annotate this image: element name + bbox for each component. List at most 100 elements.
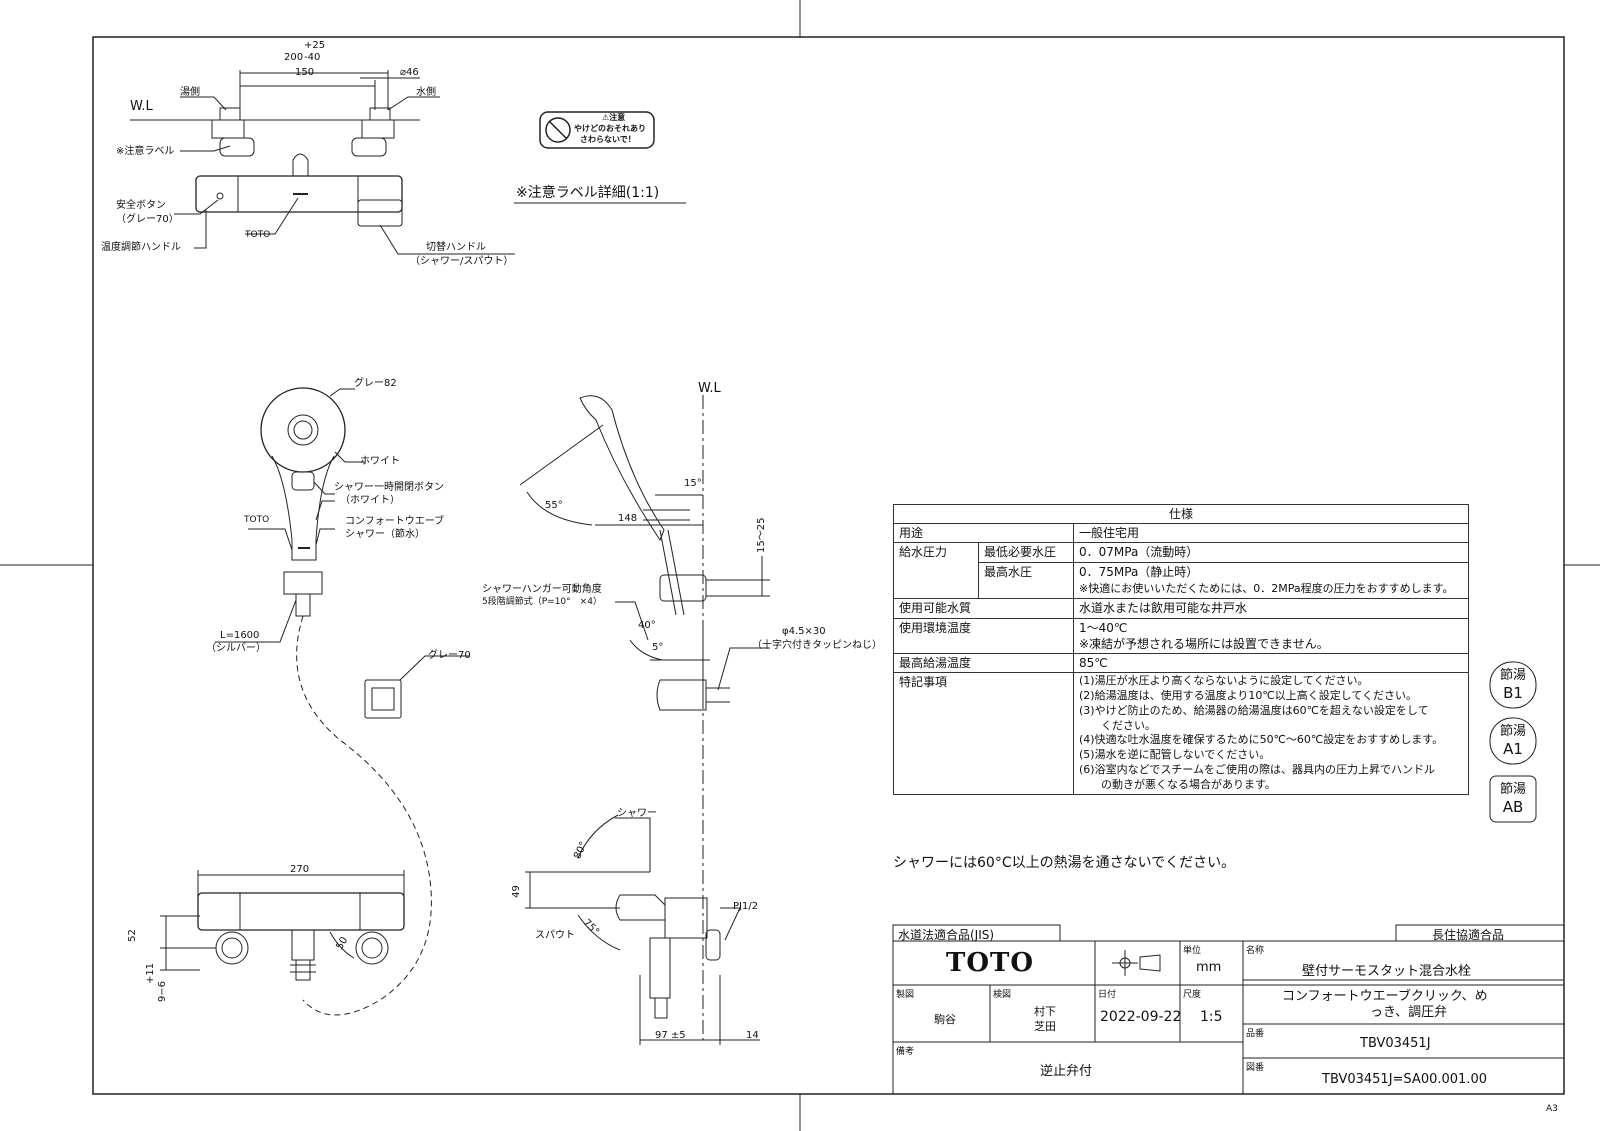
drawing-value: TBV03451J=SA00.001.00 (1322, 1072, 1487, 1087)
spec-max-hot-value: 85℃ (1073, 652, 1469, 674)
spec-note-2: (2)給湯温度は、使用する温度より10℃以上高く設定してください。 (1079, 688, 1418, 702)
spec-min-pressure-value: 0．07MPa（流動時） (1073, 542, 1469, 563)
jis-label: 水道法適合品(JIS) (898, 928, 995, 942)
badge-b1-bottom: B1 (1503, 683, 1523, 702)
gray82-label: グレー82 (354, 378, 397, 389)
remarks-value: 逆止弁付 (1040, 1064, 1093, 1079)
scale-label: 尺度 (1183, 990, 1202, 1000)
switch-handle-sub: （シャワー/スパウト） (410, 256, 514, 267)
spec-header: 仕様 (893, 503, 1469, 525)
hose-length-label: L=1600 (220, 630, 260, 641)
switch-handle-label: 切替ハンドル (426, 242, 486, 253)
spec-max-pressure-value: 0．75MPa（静止時） (1079, 564, 1199, 579)
checked-value2: 芝田 (1034, 1020, 1056, 1033)
dim-15-25: 15〜25 (756, 517, 767, 553)
sheet-size: A3 (1546, 1104, 1558, 1114)
shower-outlet-label: シャワー (617, 808, 657, 819)
name-line3: っき、調圧弁 (1370, 1005, 1448, 1020)
spec-pressure-note: ※快適にお使いいただくためには、0．2MPa程度の圧力をおすすめします。 (1079, 581, 1454, 595)
dim-14: 14 (746, 1030, 759, 1041)
drawing-label: 図番 (1246, 1063, 1265, 1073)
spec-note-4: (4)快適な吐水温度を確保するために50℃〜60℃設定をおすすめします。 (1079, 733, 1444, 747)
angle-15: 15° (684, 478, 702, 489)
spec-note-6b: の動きが悪くなる場合があります。 (1079, 778, 1276, 791)
dim-total-tol-plus: +25 (304, 40, 326, 51)
dim-97: 97 ±5 (655, 1030, 686, 1041)
badge-b1: 節湯 B1 (1490, 668, 1536, 702)
screw-sub-label: （十字穴付きタッピンねじ） (752, 640, 882, 651)
white-label: ホワイト (360, 456, 400, 467)
caution-badge-line1: やけどのおそれあり (574, 124, 646, 133)
badge-a1-bottom: A1 (1503, 739, 1523, 758)
screw-label: φ4.5×30 (782, 626, 826, 637)
spec-note-3b: ください。 (1079, 718, 1156, 732)
toto-small-front: TOTO (244, 515, 270, 525)
unit-value: mm (1196, 960, 1222, 975)
spec-pressure-label: 給水圧力 (893, 542, 979, 600)
spec-env-value: 1〜40℃ (1079, 620, 1128, 635)
badge-a1-top: 節湯 (1499, 724, 1526, 739)
spec-water-value: 水道水または飲用可能な井戸水 (1073, 598, 1469, 619)
spec-env-label: 使用環境温度 (893, 617, 1074, 654)
safety-button-color: （グレー70） (116, 214, 179, 225)
angle-55: 55° (545, 500, 563, 511)
badge-ab-bottom: AB (1502, 797, 1524, 816)
hot-water-warning: シャワーには60°C以上の熱湯を通さないでください。 (893, 855, 1236, 871)
badge-b1-top: 節湯 (1499, 668, 1526, 683)
date-value: 2022-09-22 (1100, 1009, 1182, 1025)
badge-a1: 節湯 A1 (1490, 724, 1536, 758)
stop-button-label: シャワー一時開閉ボタン (334, 482, 444, 493)
dim-total-tol-minus: -40 (304, 52, 321, 63)
spec-note-3: (3)やけど防止のため、給湯器の給湯温度は60℃を超えない設定をして (1079, 703, 1429, 717)
name-label: 名称 (1246, 946, 1265, 956)
name-line1: 壁付サーモスタット混合水栓 (1302, 964, 1472, 979)
cold-side-label: 水側 (416, 87, 436, 98)
part-label: 品番 (1246, 1029, 1265, 1039)
part-value: TBV03451J (1360, 1036, 1431, 1051)
spec-use-value: 一般住宅用 (1073, 523, 1469, 544)
drawn-label: 製図 (896, 990, 915, 1000)
toto-small-top: TOTO (245, 230, 271, 240)
spec-env-note: ※凍結が予想される場所には設置できません。 (1079, 636, 1329, 651)
spec-min-pressure-label: 最低必要水圧 (978, 542, 1074, 563)
dim-total: 200 (284, 52, 304, 63)
comfort-wave-label: コンフォートウエーブ (345, 516, 445, 527)
spec-use-label: 用途 (893, 523, 1074, 544)
caution-label-callout: ※注意ラベル (116, 146, 175, 157)
toto-logo: TOTO (946, 948, 1034, 978)
dim-270: 270 (290, 864, 310, 875)
tol-minus-6: 9−6 (157, 980, 169, 1003)
angle-5: 5° (652, 642, 664, 653)
gray70-label: グレー70 (428, 650, 471, 661)
spout-label: スパウト (535, 930, 575, 941)
comfort-wave-sub: シャワー（節水） (345, 529, 425, 540)
tol-plus-11: +11 (145, 962, 157, 985)
scale-value: 1:5 (1200, 1009, 1223, 1025)
unit-label: 単位 (1183, 946, 1202, 956)
spec-special-label: 特記事項 (893, 672, 1074, 795)
spec-note-5: (5)湯水を逆に配管しないでください。 (1079, 748, 1271, 762)
safety-button-label: 安全ボタン (116, 200, 166, 211)
spec-note-1: (1)湯圧が水圧より高くならないように設定してください。 (1079, 674, 1369, 688)
drawn-value: 駒谷 (934, 1013, 956, 1026)
wl-label-top: W.L (130, 99, 153, 114)
spec-water-label: 使用可能水質 (893, 598, 1074, 619)
badge-ab-top: 節湯 (1499, 782, 1526, 797)
wl-label-side: W.L (698, 381, 721, 396)
temp-handle-label: 温度調節ハンドル (101, 242, 181, 253)
hose-color-label: （シルバー） (206, 643, 266, 654)
pj-thread-label: PJ1/2 (733, 901, 759, 912)
caution-detail-caption: ※注意ラベル詳細(1:1) (516, 185, 660, 201)
checked-label: 検図 (993, 990, 1012, 1000)
badge-ab: 節湯 AB (1490, 782, 1536, 816)
checked-value1: 村下 (1034, 1005, 1056, 1018)
caution-badge-title: ⚠注意 (602, 113, 626, 122)
hot-side-label: 湯側 (180, 87, 200, 98)
remarks-label: 備考 (896, 1047, 915, 1057)
dim-49: 49 (510, 885, 522, 898)
stop-button-color: （ホワイト） (340, 495, 400, 506)
angle-40: 40° (638, 620, 656, 631)
spec-max-pressure-label: 最高水圧 (978, 561, 1074, 600)
spec-table: 仕様 用途 一般住宅用 給水圧力 最低必要水圧 0．07MPa（流動時） 最高水… (893, 503, 1469, 795)
